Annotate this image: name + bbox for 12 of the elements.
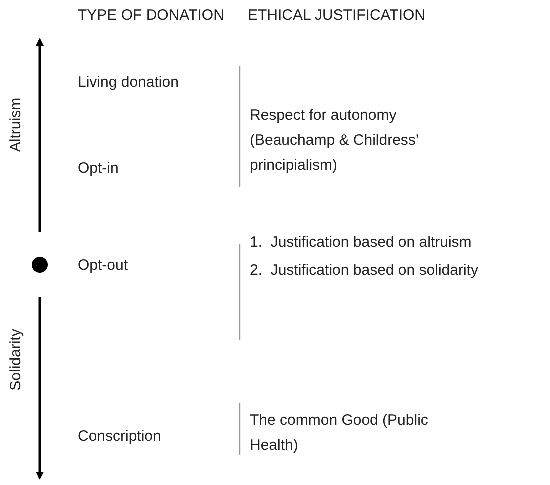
axis-label: Altruism — [6, 98, 26, 152]
justification-text: The common Good (Public Health) — [250, 411, 430, 456]
donation-type: Conscription — [78, 427, 162, 447]
list-item: 1. Justification based on altruism — [250, 233, 472, 253]
column-heading: ETHICAL JUSTIFICATION — [248, 6, 426, 26]
donation-type: Living donation — [78, 73, 179, 93]
column-heading: TYPE OF DONATION — [78, 6, 224, 26]
donation-type: Opt-out — [78, 256, 128, 276]
list-item: 2. Justification based on solidarity — [250, 261, 478, 281]
axis-label: Solidarity — [6, 329, 26, 391]
donation-type: Opt-in — [78, 159, 119, 179]
justification-text: Respect for autonomy (Beauchamp & Childress’ principialism) — [250, 106, 420, 176]
